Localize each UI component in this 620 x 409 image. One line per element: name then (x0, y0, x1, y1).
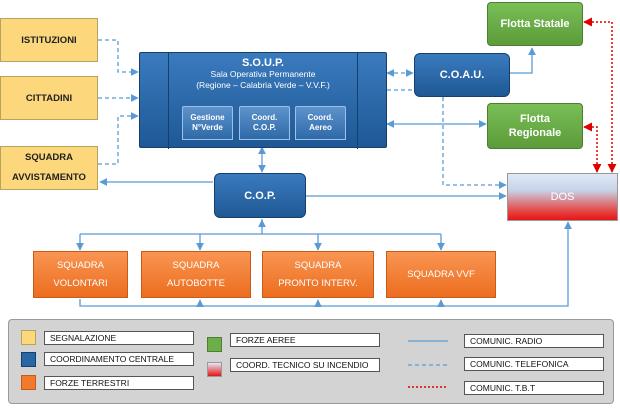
squadra-avvistamento-label-1: SQUADRA (24, 152, 74, 163)
coau-box: C.O.A.U. (414, 53, 510, 97)
squadra-vvf-box: SQUADRA VVF (386, 251, 496, 298)
squadra-autobotte-box: SQUADRA AUTOBOTTE (141, 251, 251, 298)
soup-subtitle-1: Sala Operativa Permanente (210, 69, 316, 79)
legend-swatch-segnalazione (21, 330, 36, 345)
cittadini-box: CITTADINI (0, 76, 98, 120)
coord-cop-doc: Coord.C.O.P. (239, 106, 290, 140)
istituzioni-box: ISTITUZIONI (0, 18, 98, 62)
legend-label-tbt: COMUNIC. T.B.T (464, 381, 604, 395)
legend-label-forze-aeree: FORZE AEREE (230, 333, 380, 347)
legend-label-coord-tecnico: COORD. TECNICO SU INCENDIO (230, 358, 380, 372)
cittadini-label: CITTADINI (25, 92, 73, 104)
radio-line-squads-dos (79, 221, 572, 307)
squadra-pronto-intervento-box: SQUADRA PRONTO INTERV. (262, 251, 374, 298)
legend-swatch-forze-aeree (207, 337, 222, 352)
cop-label: C.O.P. (244, 189, 276, 202)
flotta-statale-box: Flotta Statale (487, 2, 583, 46)
coau-label: C.O.A.U. (439, 69, 485, 81)
dos-box: DOS (507, 173, 618, 221)
legend-line-samples (408, 340, 448, 388)
soup-title: S.O.U.P. (242, 57, 284, 69)
legend-label-forze-terrestri: FORZE TERRESTRI (44, 376, 194, 390)
flotta-regionale-box: Flotta Regionale (487, 103, 583, 149)
legend: SEGNALAZIONE COORDINAMENTO CENTRALE FORZ… (8, 319, 614, 404)
legend-label-telefonica: COMUNIC. TELEFONICA (464, 357, 604, 371)
tbt-line-regionale-dos (583, 122, 602, 173)
soup-box: S.O.U.P. Sala Operativa Permanente (Regi… (139, 52, 387, 149)
legend-swatch-forze-terrestri (21, 375, 36, 390)
legend-swatch-coord-tecnico (207, 362, 222, 377)
flotta-statale-label: Flotta Statale (500, 18, 570, 30)
legend-label-coordinamento: COORDINAMENTO CENTRALE (44, 352, 194, 366)
cop-box: C.O.P. (214, 173, 306, 218)
tbt-line-statale-dos (583, 17, 617, 173)
coord-aereo-doc: Coord.Aereo (295, 106, 346, 140)
squadra-volontari-box: SQUADRA VOLONTARI (33, 251, 128, 298)
istituzioni-label: ISTITUZIONI (21, 34, 77, 46)
radio-line-coau-statale (510, 47, 536, 74)
legend-label-radio: COMUNIC. RADIO (464, 334, 604, 348)
legend-swatch-coordinamento (21, 352, 36, 367)
radio-line-cop-squads (79, 219, 442, 250)
squadra-avvistamento-label-2: AVVISTAMENTO (12, 172, 86, 183)
soup-subtitle-2: (Regione – Calabria Verde – V.V.F.) (196, 80, 330, 90)
dos-label: DOS (550, 191, 575, 203)
phone-line-istituzioni (98, 39, 139, 76)
squadra-avvistamento-box: SQUADRA AVVISTAMENTO (0, 146, 98, 190)
legend-label-segnalazione: SEGNALAZIONE (44, 331, 194, 345)
phone-line-avvistamento (98, 112, 139, 165)
